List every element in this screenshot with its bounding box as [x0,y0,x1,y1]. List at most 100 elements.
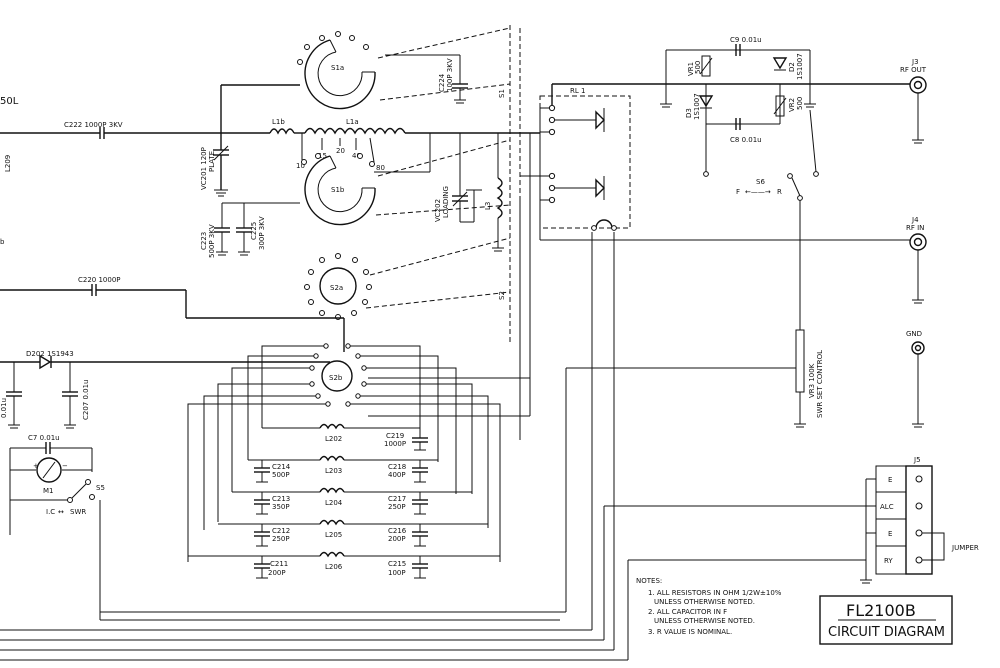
label-s2: S2 [498,291,506,300]
label-c216: C216 [388,527,407,535]
label-vc202-name: LOADING [442,186,450,218]
connector-j4: J4 RF IN [906,216,927,304]
label-c219-value: 1000P [384,440,406,448]
label-d3-value: 1S1007 [693,93,701,120]
label-c8: C8 0.01u [730,136,762,144]
label-edge-b: b [0,238,5,246]
notes-line-2: UNLESS OTHERWISE NOTED. [654,598,755,606]
label-d3: D3 [685,108,693,118]
label-tap40: 40 [352,152,361,160]
meter-m1-area: C7 0.01u + − M1 S5 I.C ↔ SWR [9,434,560,621]
label-c225: C225 [250,222,258,240]
label-rl1: RL 1 [570,87,585,95]
label-c216-value: 200P [388,535,406,543]
label-l209: L209 [4,155,12,172]
label-c212-value: 250P [272,535,290,543]
label-d2-value: 1S1007 [796,53,804,80]
label-c211: C211 [270,560,288,568]
left-edge-fragments: 50L L209 b [0,96,19,246]
bottom-bus [0,559,866,661]
label-vr1: VR1 [687,62,695,76]
label-vr3-name: SWR SET CONTROL [816,350,824,418]
diode-d202: D202 1S1943 0.01u C207 0.01u [0,350,330,429]
label-j5-pin-alc: ALC [880,503,894,511]
relay-rl1: RL 1 [519,87,910,440]
switch-s1a: S1a [297,27,511,110]
meter-plus-sign: + [33,462,39,470]
label-l205: L205 [325,531,342,539]
label-c225-value: 300P 3KV [258,216,266,250]
label-s6: S6 [756,178,765,186]
notes-line-4: UNLESS OTHERWISE NOTED. [654,617,755,625]
label-s1: S1 [498,89,506,98]
label-c208-value: 0.01u [0,398,8,418]
notes-line-3: 2. ALL CAPACITOR IN F [648,608,727,616]
label-l1a: L1a [346,118,359,126]
notes-heading: NOTES: [636,577,662,585]
label-c214: C214 [272,463,291,471]
connector-j5: J5 E ALC E RY JUMPER [591,232,979,650]
label-j3-ref: J3 [911,58,919,66]
label-ic: I.C [46,508,55,516]
label-s5: S5 [96,484,105,492]
label-l3: L3 [484,202,492,210]
label-plate: PLATE [208,151,216,172]
label-vc202: VC202 [434,199,442,222]
title-model: FL2100B [846,601,916,620]
label-vc201: VC201 120P [200,147,208,190]
label-tap10: 10 [296,162,305,170]
notes-line-5: 3. R VALUE IS NOMINAL. [648,628,732,636]
label-c7: C7 0.01u [28,434,60,442]
label-vr3: VR3 100K [808,363,816,398]
label-d202: D202 1S1943 [26,350,74,358]
label-j5-pin-ry: RY [884,557,893,565]
label-j5-pin-e1: E [888,476,892,484]
switch-s2b: S2b [187,343,530,562]
switch-s2a: S2a [304,237,511,320]
label-edge-top: 50L [0,96,19,107]
arrow-ic-swr: ↔ [58,508,64,516]
label-j5-pin-e2: E [888,530,892,538]
main-rf-line: C222 1000P 3KV L1b L1a 10 15 20 40 80 [0,118,540,173]
capacitor-c224: C224 100P 3KV [385,54,468,104]
label-d2: D2 [788,62,796,72]
swr-bridge: C9 0.01u VR1 500 D2 1S1007 D3 1S1007 VR2… [551,36,910,330]
label-s6-r: R [777,188,782,196]
title-subtitle: CIRCUIT DIAGRAM [828,625,945,640]
label-c214-value: 500P [272,471,290,479]
label-swr: SWR [70,508,86,516]
label-l206: L206 [325,563,343,571]
coil-l1b [269,128,295,135]
capacitors-c223-c225: C223 500P 3KV C225 300P 3KV [200,202,300,258]
label-vr1-value: 500 [694,61,702,74]
label-vr2: VR2 [788,98,796,112]
label-c224: C224 [438,73,446,92]
label-s1b: S1b [331,186,345,194]
label-c9: C9 0.01u [730,36,762,44]
label-c222: C222 1000P 3KV [64,121,123,129]
label-j4-name: RF IN [906,224,924,232]
label-c213: C213 [272,495,290,503]
filter-ladder: L202 C219 1000P L203 C214 500P C218 400P… [188,133,531,579]
label-c215-value: 100P [388,569,406,577]
label-c223-value: 500P 3KV [208,224,216,258]
label-c215: C215 [388,560,406,568]
meter-minus-sign: − [62,462,68,470]
label-jumper: JUMPER [951,544,979,552]
label-c224-value: 100P 3KV [446,58,454,92]
connector-j3: J3 RF OUT [900,58,927,144]
notes-line-1: 1. ALL RESISTORS IN OHM 1/2W±10% [648,589,782,597]
label-s1a: S1a [331,64,344,72]
label-c218: C218 [388,463,406,471]
label-c219: C219 [386,432,404,440]
coil-l1a [304,127,406,135]
label-l202: L202 [325,435,342,443]
label-c223: C223 [200,232,208,250]
title-block: FL2100B CIRCUIT DIAGRAM [819,595,953,645]
label-c207: C207 0.01u [82,380,90,421]
label-s6-f: F [736,188,740,196]
label-j5-ref: J5 [913,456,921,464]
label-c218-value: 400P [388,471,406,479]
label-j3-name: RF OUT [900,66,927,74]
connector-gnd: GND [906,330,925,428]
